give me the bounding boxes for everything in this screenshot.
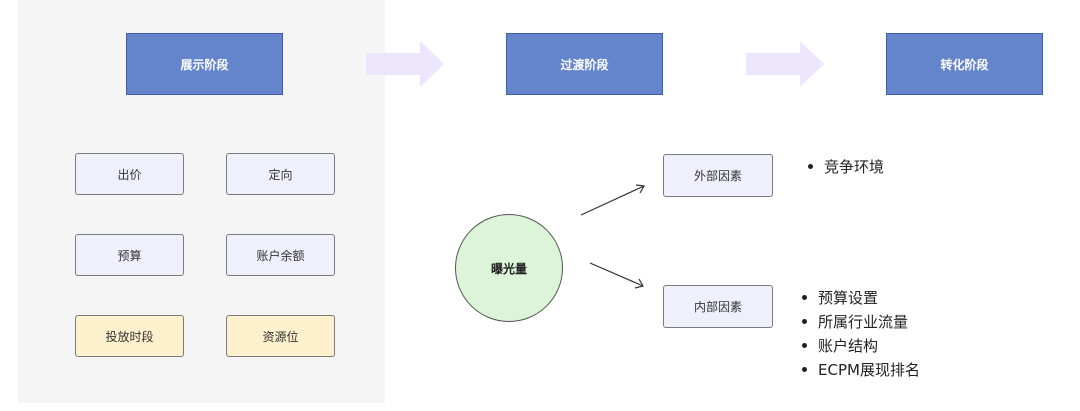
flow-arrow-2: [746, 41, 824, 87]
stage-transition: 过渡阶段: [506, 33, 663, 95]
connector-external-head: [635, 184, 645, 194]
stage-transition-label: 过渡阶段: [560, 57, 609, 72]
connector-internal-head: [634, 278, 644, 289]
connector-internal: [589, 262, 644, 287]
stage-display-label: 展示阶段: [180, 57, 229, 72]
internal-factors-label: 内部因素: [693, 300, 742, 314]
factor-bid: 出价: [75, 153, 184, 195]
factor-ad-slot-label: 资源位: [262, 329, 299, 344]
list-item: 账户结构: [800, 334, 920, 358]
factor-delivery-period-label: 投放时段: [105, 329, 154, 344]
internal-factors-box: 内部因素: [663, 285, 773, 328]
list-item: 预算设置: [800, 286, 920, 310]
list-item: 所属行业流量: [800, 310, 920, 334]
flow-arrow-1: [366, 41, 444, 87]
factor-ad-slot: 资源位: [226, 315, 335, 357]
exposure-circle: 曝光量: [455, 214, 563, 322]
factor-delivery-period: 投放时段: [75, 315, 184, 357]
list-item: 竞争环境: [806, 155, 884, 179]
stage-conversion-label: 转化阶段: [940, 57, 989, 72]
factor-account-balance-label: 账户余额: [256, 248, 305, 263]
list-item: ECPM展现排名: [800, 358, 920, 382]
exposure-label: 曝光量: [490, 261, 527, 276]
factor-budget: 预算: [75, 234, 184, 276]
factor-targeting: 定向: [226, 153, 335, 195]
internal-factors-list: 预算设置 所属行业流量 账户结构 ECPM展现排名: [800, 286, 920, 382]
factor-account-balance: 账户余额: [226, 234, 335, 276]
factor-bid-label: 出价: [117, 167, 142, 182]
external-factors-list: 竞争环境: [806, 155, 884, 179]
stage-display: 展示阶段: [126, 33, 283, 95]
external-factors-box: 外部因素: [663, 154, 773, 197]
factor-budget-label: 预算: [117, 248, 142, 263]
factor-targeting-label: 定向: [268, 167, 293, 182]
stage-conversion: 转化阶段: [886, 33, 1043, 95]
external-factors-label: 外部因素: [693, 169, 742, 183]
connector-external: [580, 185, 645, 216]
